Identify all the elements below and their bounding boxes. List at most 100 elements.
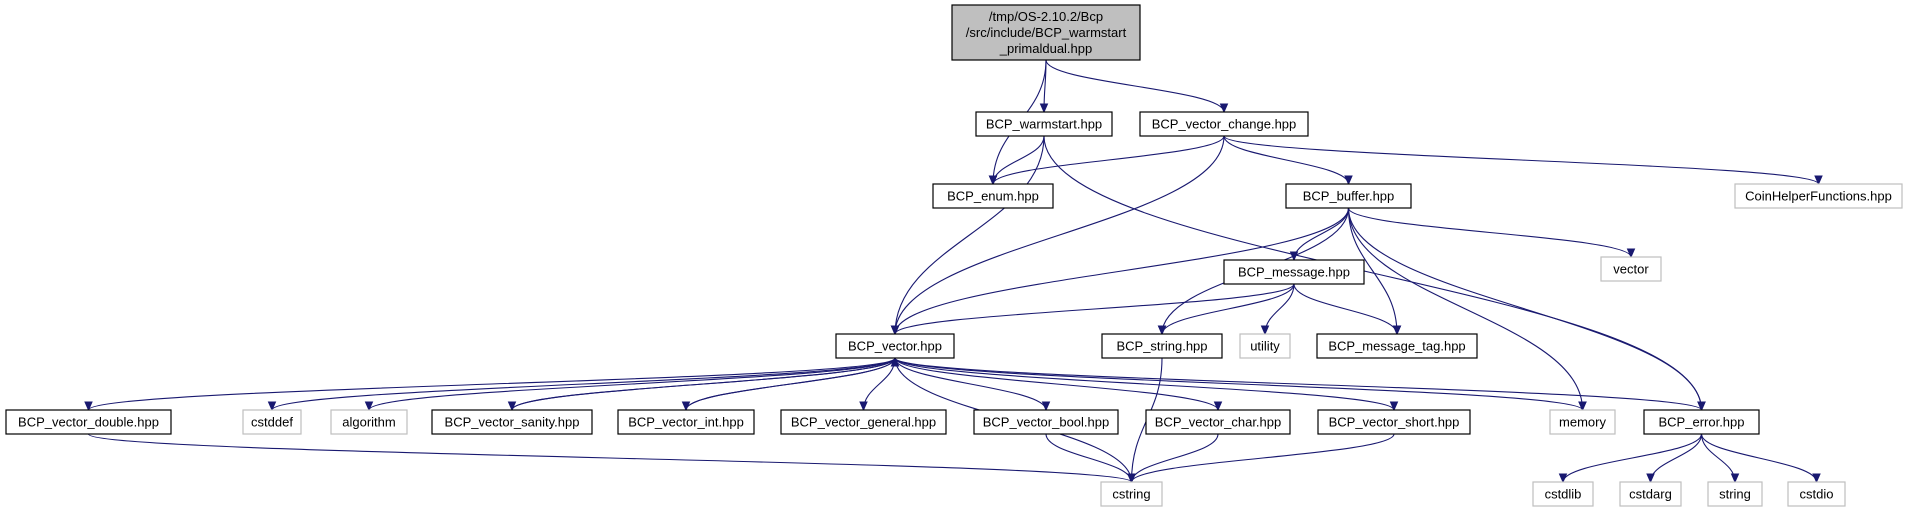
arrowhead-message-to-vector_hpp [890, 325, 900, 336]
node-box [1549, 409, 1616, 435]
node-box [1139, 111, 1309, 137]
node-label: cstdio [1800, 487, 1834, 502]
node-coinhelper: CoinHelperFunctions.hpp [1734, 183, 1903, 209]
node-box [975, 111, 1113, 137]
node-error[interactable]: BCP_error.hpp [1643, 409, 1760, 435]
edge-buffer-to-message_tag [1347, 207, 1398, 335]
edge-error-to-cstdlib [1562, 433, 1703, 483]
node-label: algorithm [342, 415, 395, 430]
node-box [1317, 409, 1471, 435]
node-box [1101, 333, 1223, 359]
node-label: _primaldual.hpp [999, 41, 1093, 56]
edge-vector_hpp-to-vector_short [894, 357, 1395, 411]
node-vector-hpp[interactable]: BCP_vector.hpp [835, 333, 955, 359]
arrowhead-message-to-string_hpp [1157, 325, 1167, 336]
node-vector-general[interactable]: BCP_vector_general.hpp [780, 409, 947, 435]
edge-message-to-string_hpp [1161, 283, 1295, 335]
edge-vector_short-to-cstring [1130, 433, 1395, 483]
edge-vector_hpp-to-algorithm [368, 357, 896, 411]
node-string-hpp[interactable]: BCP_string.hpp [1101, 333, 1223, 359]
node-label: cstring [1112, 487, 1150, 502]
node-label: BCP_vector_short.hpp [1329, 415, 1460, 430]
node-vector-int[interactable]: BCP_vector_int.hpp [617, 409, 755, 435]
arrowhead-error-to-cstdlib [1558, 473, 1568, 484]
arrowhead-error-to-cstdarg [1646, 473, 1655, 484]
edge-vector_hpp-to-memory [894, 357, 1584, 411]
edge-root-to-vector_change [1045, 59, 1225, 113]
edge-vector_double-to-cstring [87, 433, 1133, 483]
node-label: /tmp/OS-2.10.2/Bcp [989, 9, 1103, 24]
arrowhead-error-to-string_std [1730, 473, 1740, 484]
edge-vector_change-to-vector_hpp [894, 135, 1225, 335]
node-cstdio: cstdio [1787, 481, 1846, 507]
node-cstdlib: cstdlib [1532, 481, 1594, 507]
node-vector-std: vector [1600, 256, 1662, 282]
node-label: vector [1613, 262, 1649, 277]
node-label: memory [1559, 415, 1606, 430]
node-warmstart[interactable]: BCP_warmstart.hpp [975, 111, 1113, 137]
arrowhead-vector_int-to-vector_hpp [890, 356, 900, 367]
node-vector-sanity[interactable]: BCP_vector_sanity.hpp [431, 409, 593, 435]
node-label: cstdarg [1629, 487, 1672, 502]
arrowhead-root-to-vector_change [1219, 103, 1229, 114]
arrowhead-vector_hpp-to-vector_short [1389, 401, 1399, 412]
edge-buffer-to-vector_std [1347, 207, 1632, 258]
node-message-tag[interactable]: BCP_message_tag.hpp [1316, 333, 1478, 359]
node-box [1600, 256, 1662, 282]
node-label: /src/include/BCP_warmstart [966, 25, 1127, 40]
node-label: BCP_vector_general.hpp [791, 415, 936, 430]
arrowhead-vector_hpp-to-vector_sanity [507, 401, 517, 412]
node-label: string [1719, 487, 1751, 502]
dependency-edges [84, 59, 1823, 484]
node-utility: utility [1239, 333, 1291, 359]
node-box [1239, 333, 1291, 359]
node-memory: memory [1549, 409, 1616, 435]
arrowhead-vector_hpp-to-vector_char [1213, 401, 1223, 412]
node-box [1619, 481, 1682, 507]
edge-vector_hpp-to-cstddef [271, 357, 896, 411]
node-label: BCP_error.hpp [1659, 415, 1745, 430]
node-vector-short[interactable]: BCP_vector_short.hpp [1317, 409, 1471, 435]
node-label: BCP_vector_change.hpp [1152, 117, 1297, 132]
node-vector-char[interactable]: BCP_vector_char.hpp [1145, 409, 1291, 435]
node-box [1707, 481, 1763, 507]
node-root[interactable]: /tmp/OS-2.10.2/Bcp/src/include/BCP_warms… [951, 4, 1141, 61]
edge-error-to-cstdio [1700, 433, 1818, 483]
node-vector-double[interactable]: BCP_vector_double.hpp [5, 409, 172, 435]
node-label: BCP_vector_int.hpp [628, 415, 744, 430]
node-box [835, 333, 955, 359]
node-box [780, 409, 947, 435]
arrowhead-vector_hpp-to-memory [1578, 401, 1587, 412]
node-box [973, 409, 1119, 435]
node-vector-bool[interactable]: BCP_vector_bool.hpp [973, 409, 1119, 435]
node-message[interactable]: BCP_message.hpp [1223, 259, 1365, 285]
node-label: BCP_vector_double.hpp [18, 415, 159, 430]
edge-vector_hpp-to-vector_double [87, 357, 896, 411]
node-label: BCP_string.hpp [1116, 339, 1207, 354]
node-label: CoinHelperFunctions.hpp [1745, 189, 1892, 204]
node-buffer[interactable]: BCP_buffer.hpp [1285, 183, 1412, 209]
node-label: cstdlib [1545, 487, 1582, 502]
node-cstring: cstring [1100, 481, 1163, 507]
node-box [5, 409, 172, 435]
edge-vector_hpp-to-vector_bool [894, 357, 1047, 411]
arrowhead-vector_hpp-to-algorithm [364, 401, 374, 412]
node-box [932, 183, 1054, 209]
arrowhead-vector_change-to-coinhelper [1814, 175, 1823, 186]
arrowhead-root-to-warmstart [1039, 103, 1049, 114]
node-label: BCP_vector_bool.hpp [983, 415, 1109, 430]
node-box [242, 409, 302, 435]
node-label: BCP_warmstart.hpp [986, 117, 1102, 132]
node-box [617, 409, 755, 435]
node-algorithm: algorithm [330, 409, 408, 435]
node-box [330, 409, 408, 435]
node-box [1100, 481, 1163, 507]
arrowhead-error-to-cstdio [1812, 473, 1821, 484]
edge-vector_char-to-cstring [1130, 433, 1219, 483]
arrowhead-message-to-utility [1260, 325, 1270, 336]
node-vector-change[interactable]: BCP_vector_change.hpp [1139, 111, 1309, 137]
node-label: BCP_vector_sanity.hpp [445, 415, 580, 430]
node-enum[interactable]: BCP_enum.hpp [932, 183, 1054, 209]
node-label: BCP_message.hpp [1238, 265, 1350, 280]
edge-error-to-cstdarg [1649, 433, 1703, 483]
